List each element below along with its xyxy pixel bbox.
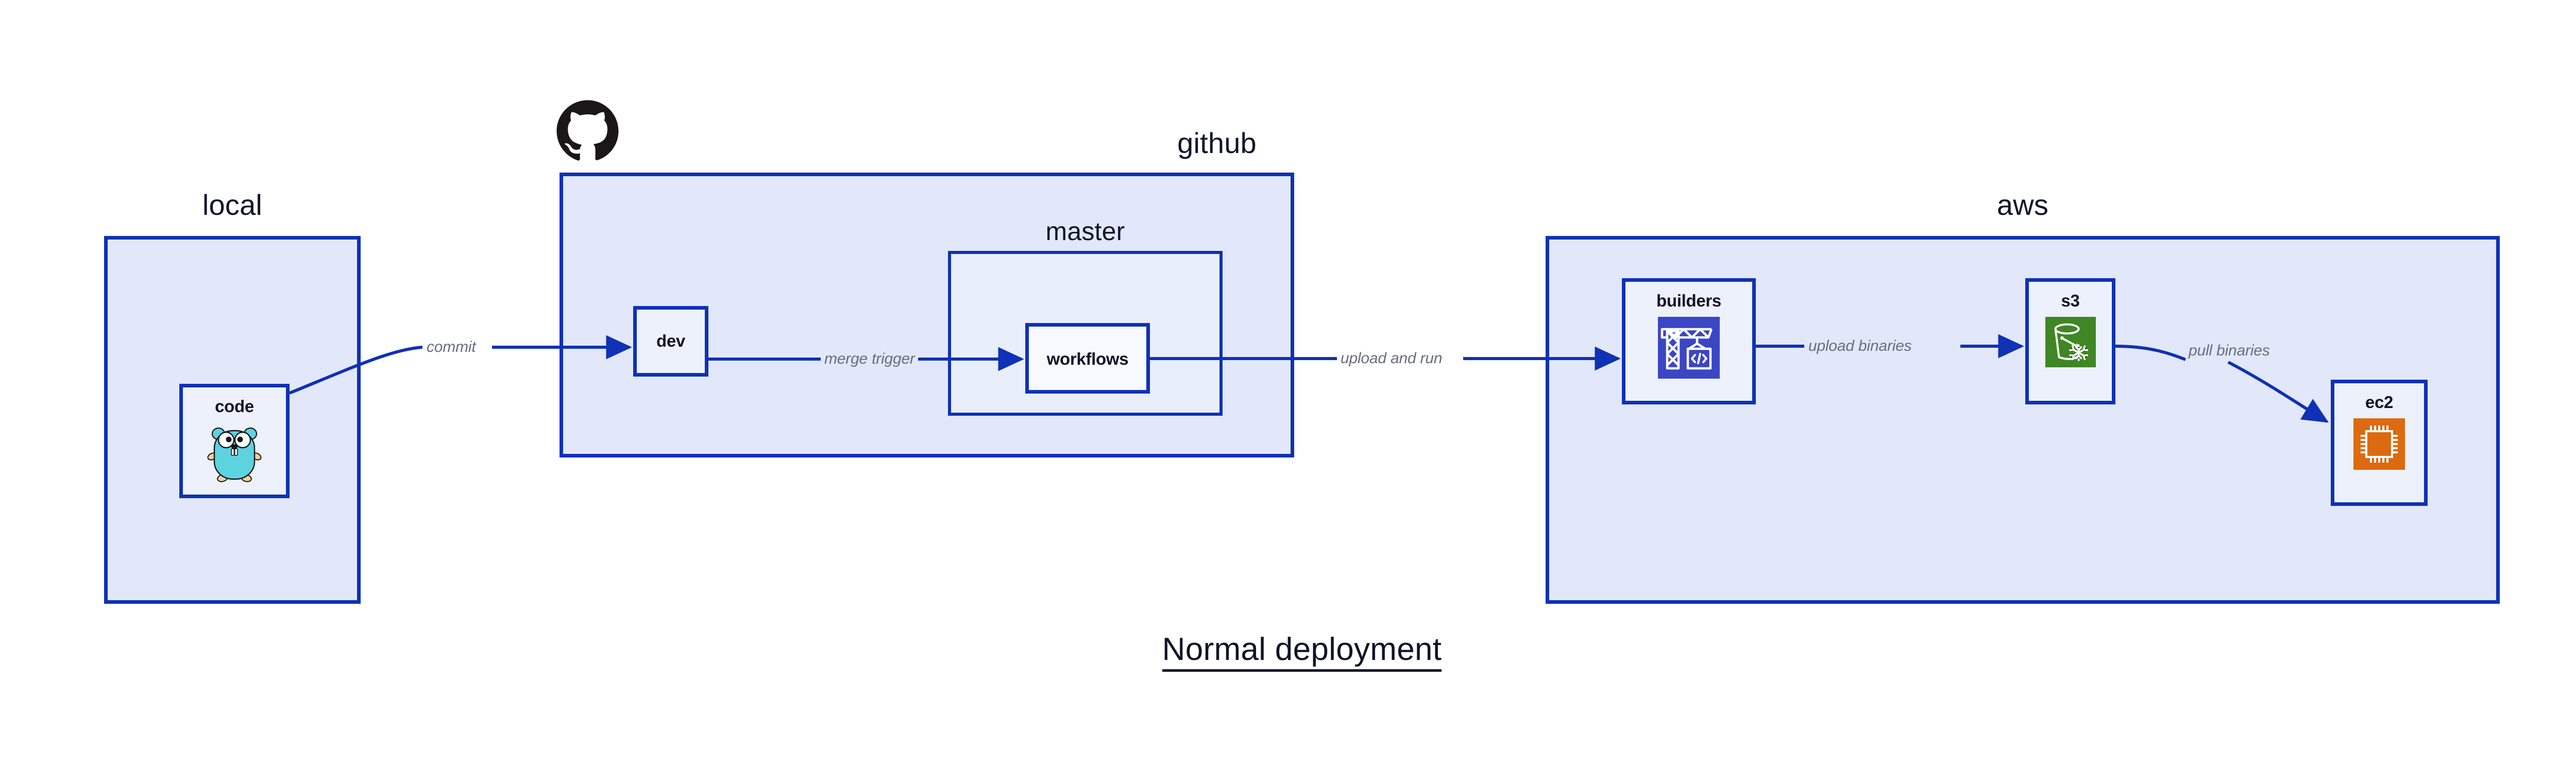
edge-label-merge-trigger: merge trigger (824, 350, 915, 367)
node-s3-label: s3 (2061, 291, 2080, 310)
node-s3[interactable]: s3 (2025, 278, 2115, 404)
edge-label-commit: commit (427, 338, 476, 355)
node-workflows[interactable]: workflows (1025, 323, 1150, 394)
diagram-title-text: Normal deployment (1162, 632, 1442, 672)
zone-label-github: github (1177, 127, 1257, 159)
edge-label-upload-and-run: upload and run (1341, 350, 1443, 367)
zone-label-aws: aws (1996, 189, 2049, 221)
node-code[interactable]: code (179, 384, 290, 498)
node-builders-label: builders (1656, 291, 1721, 310)
node-ec2-label: ec2 (2365, 393, 2394, 412)
diagram-title: Normal deployment (0, 631, 2576, 672)
crane-code-icon (1658, 317, 1720, 379)
zone-label-master: master (1045, 217, 1125, 246)
node-dev-label: dev (656, 331, 685, 350)
node-code-label: code (215, 397, 254, 416)
node-workflows-label: workflows (1046, 349, 1129, 368)
cpu-chip-icon (2353, 418, 2405, 470)
edge-label-pull-binaries: pull binaries (2189, 342, 2270, 359)
zone-label-local: local (202, 189, 263, 221)
s3-bucket-snowflake-icon (2045, 317, 2096, 367)
github-octocat-icon (555, 99, 620, 163)
node-ec2[interactable]: ec2 (2331, 380, 2428, 506)
edge-label-upload-binaries: upload binaries (1808, 337, 1912, 354)
node-builders[interactable]: builders (1622, 278, 1756, 404)
node-dev[interactable]: dev (633, 306, 708, 377)
go-gopher-icon (207, 422, 262, 483)
